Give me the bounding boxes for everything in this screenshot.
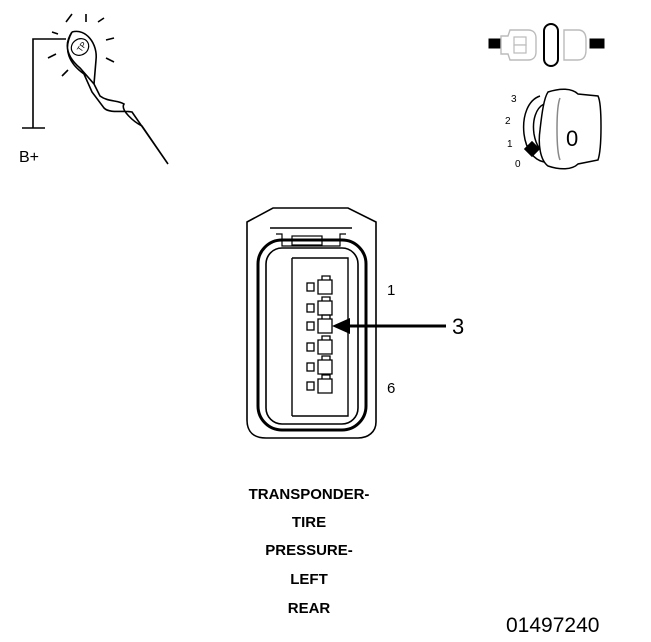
pin-label-first: 1: [387, 282, 395, 299]
key-position-label: 0: [566, 126, 578, 151]
disconnected-connector-icon: [488, 23, 605, 67]
terminal-pin-5: [306, 355, 333, 375]
terminal-cavities: [306, 275, 333, 394]
test-probe-icon: TP: [22, 13, 169, 165]
ignition-position-0: 0: [515, 159, 521, 170]
callout-arrow: [332, 318, 446, 334]
pin-label-last: 6: [387, 380, 395, 397]
b-plus-label: B+: [19, 149, 39, 166]
caption-line-1: TRANSPONDER-: [249, 486, 370, 503]
caption-line-3: PRESSURE-: [265, 542, 353, 559]
caption-line-5: REAR: [288, 600, 331, 617]
ignition-position-2: 2: [505, 116, 511, 127]
connector-face: [246, 207, 377, 439]
terminal-pin-6: [306, 374, 333, 394]
caption-line-2: TIRE: [292, 514, 326, 531]
caption-line-4: LEFT: [290, 571, 328, 588]
figure-id: 01497240: [506, 614, 599, 637]
ignition-switch-icon: [522, 88, 602, 170]
terminal-pin-3: [306, 314, 333, 334]
callout-number: 3: [452, 314, 464, 339]
connector-caption: TRANSPONDER- TIRE PRESSURE- LEFT REAR: [249, 486, 370, 617]
terminal-pin-2: [306, 296, 333, 316]
ignition-position-3: 3: [511, 94, 517, 105]
terminal-pin-1: [306, 275, 333, 295]
terminal-pin-4: [306, 335, 333, 355]
ignition-position-1: 1: [507, 139, 513, 150]
